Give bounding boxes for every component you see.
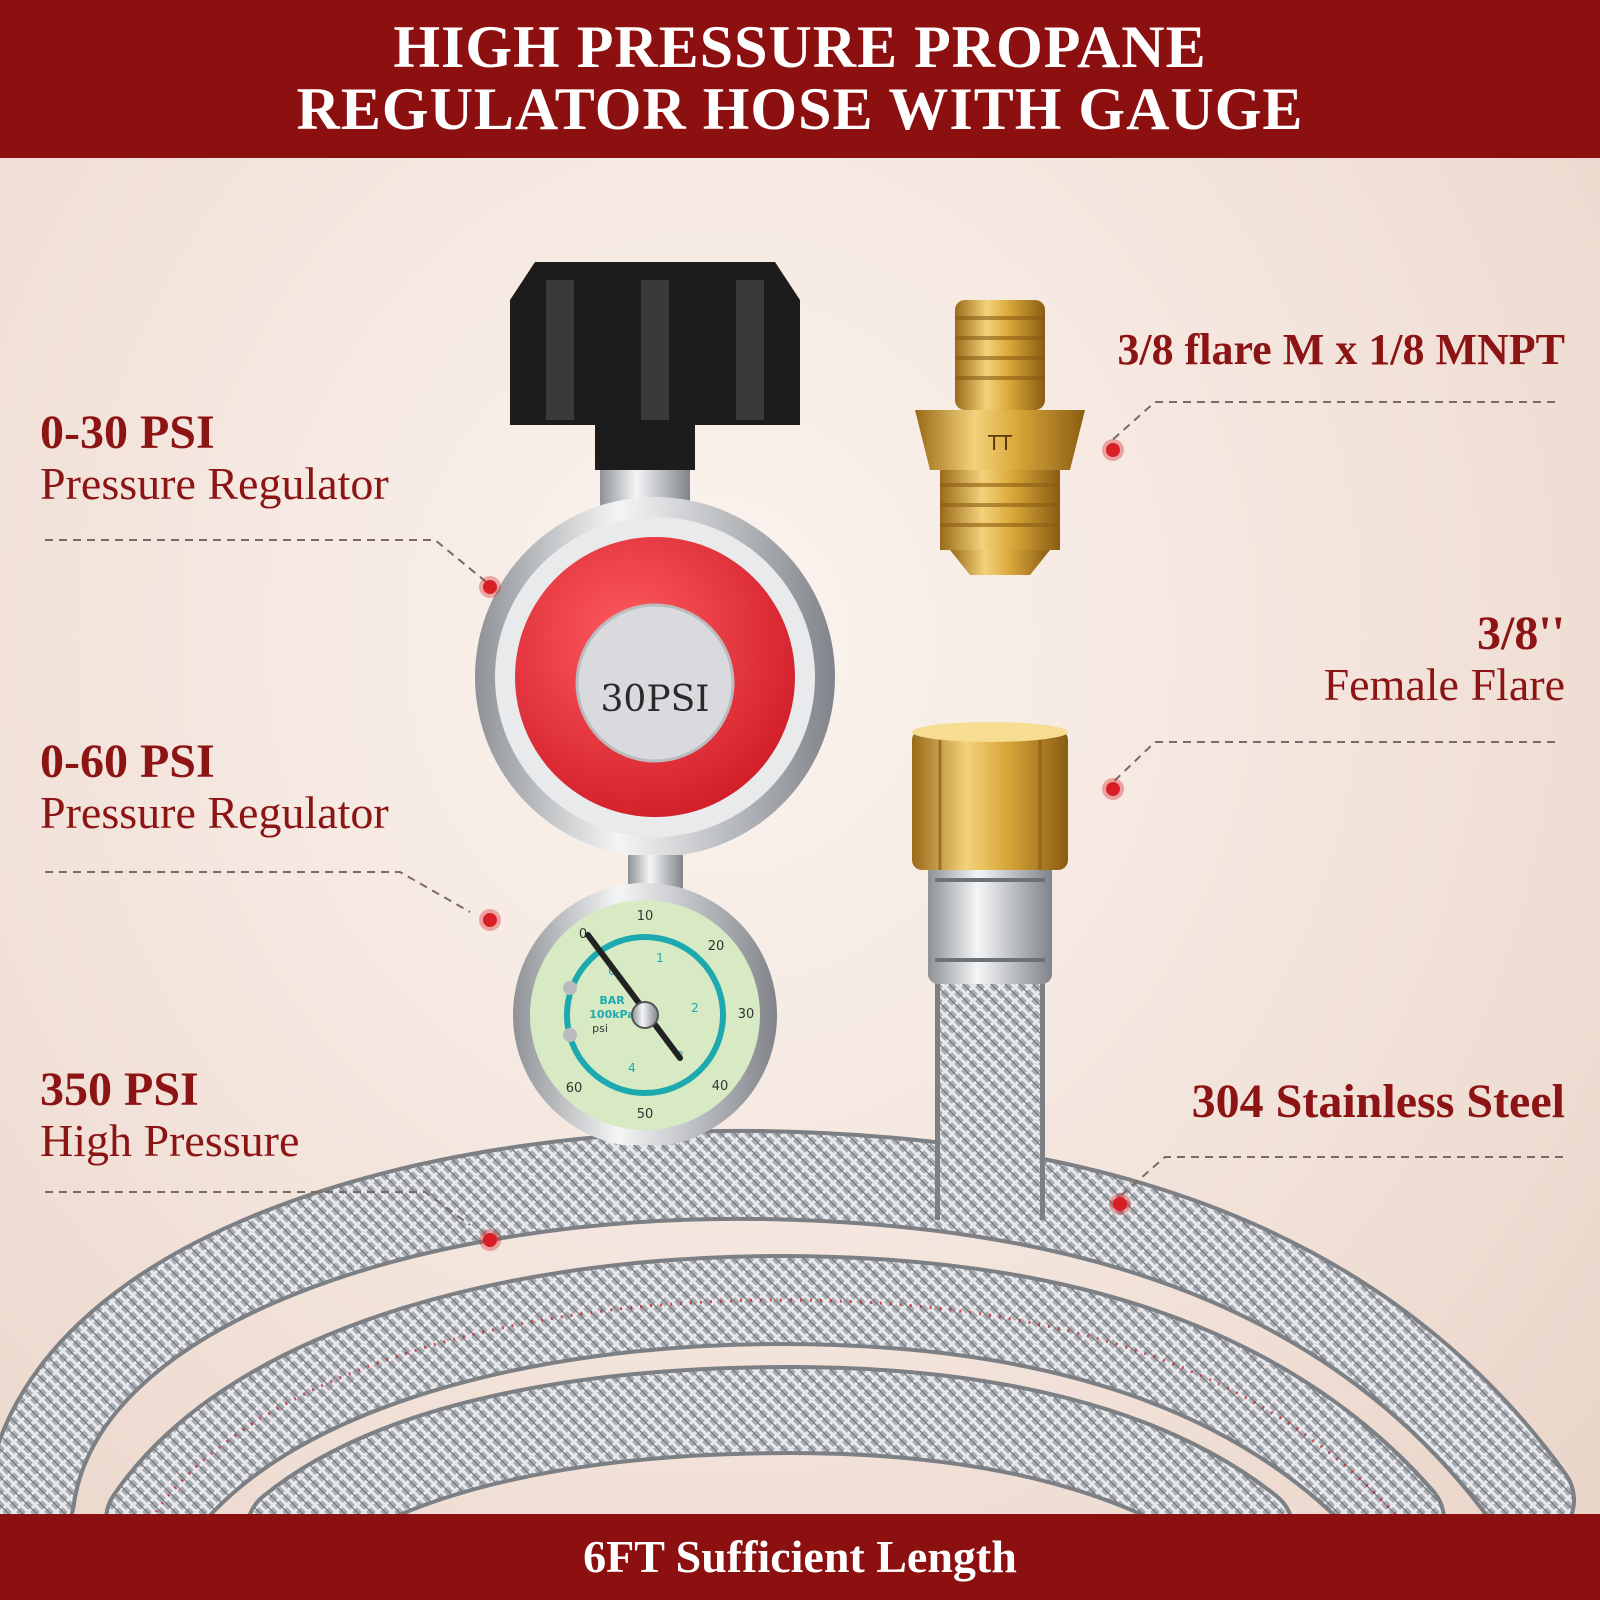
- gauge-bar-tick-4: 4: [628, 1061, 636, 1075]
- callout-fitting: 3/8 flare M x 1/8 MNPT: [1117, 324, 1565, 376]
- title-banner: HIGH PRESSURE PROPANE REGULATOR HOSE WIT…: [0, 0, 1600, 158]
- title-line-1: HIGH PRESSURE PROPANE: [393, 14, 1207, 80]
- gauge-needle: [585, 932, 683, 1061]
- callout-regulator-60-desc: Pressure Regulator: [40, 787, 389, 838]
- callout-high-pressure-desc: High Pressure: [40, 1115, 300, 1166]
- callout-fitting-value: 3/8 flare M x 1/8 MNPT: [1117, 325, 1565, 374]
- regulator-assembly: 30PSI 0 10 20 30 40 50 60 0 1 2 3 4 BAR …: [475, 262, 835, 1215]
- gauge-bar-tick-1: 1: [656, 951, 664, 965]
- regulator-dial-text: 30PSI: [601, 679, 710, 720]
- gauge-unit-kpa: 100kPa: [589, 1008, 634, 1021]
- gauge-bar-tick-2: 2: [691, 1001, 699, 1015]
- gauge-unit-psi: psi: [592, 1022, 608, 1035]
- callout-female-flare: 3/8'' Female Flare: [1324, 608, 1565, 710]
- callout-hose-material-value: 304 Stainless Steel: [1191, 1075, 1565, 1128]
- gauge-tick-60: 60: [566, 1081, 583, 1096]
- callout-high-pressure: 350 PSI High Pressure: [40, 1064, 299, 1166]
- gauge-tick-50: 50: [637, 1107, 654, 1122]
- callout-dots: [479, 439, 1131, 1251]
- brass-fitting: TT: [915, 300, 1085, 575]
- callout-female-flare-value: 3/8'': [1476, 607, 1565, 660]
- callout-regulator-30: 0-30 PSI Pressure Regulator: [40, 407, 389, 509]
- callout-hose-material: 304 Stainless Steel: [1192, 1076, 1565, 1128]
- callout-regulator-30-value: 0-30 PSI: [40, 406, 215, 459]
- gauge-tick-20: 20: [708, 939, 725, 954]
- braided-hose-coil: [0, 1128, 1576, 1575]
- callout-female-flare-desc: Female Flare: [1323, 659, 1565, 710]
- female-flare-hose-end: [912, 722, 1068, 1220]
- footer-banner: 6FT Sufficient Length: [0, 1514, 1600, 1600]
- gauge-tick-40: 40: [712, 1079, 729, 1094]
- footer-text: 6FT Sufficient Length: [583, 1531, 1017, 1582]
- gauge-unit-bar: BAR: [599, 994, 625, 1007]
- svg-text:TT: TT: [987, 431, 1013, 455]
- title-line-2: REGULATOR HOSE WITH GAUGE: [296, 76, 1304, 142]
- gauge-tick-30: 30: [738, 1007, 755, 1022]
- callout-regulator-60-value: 0-60 PSI: [40, 735, 215, 788]
- gauge-tick-0: 0: [579, 927, 587, 942]
- callout-lines: [45, 401, 1563, 1226]
- gauge-tick-10: 10: [637, 909, 654, 924]
- callout-regulator-60: 0-60 PSI Pressure Regulator: [40, 736, 389, 838]
- callout-high-pressure-value: 350 PSI: [40, 1063, 199, 1116]
- callout-regulator-30-desc: Pressure Regulator: [40, 458, 389, 509]
